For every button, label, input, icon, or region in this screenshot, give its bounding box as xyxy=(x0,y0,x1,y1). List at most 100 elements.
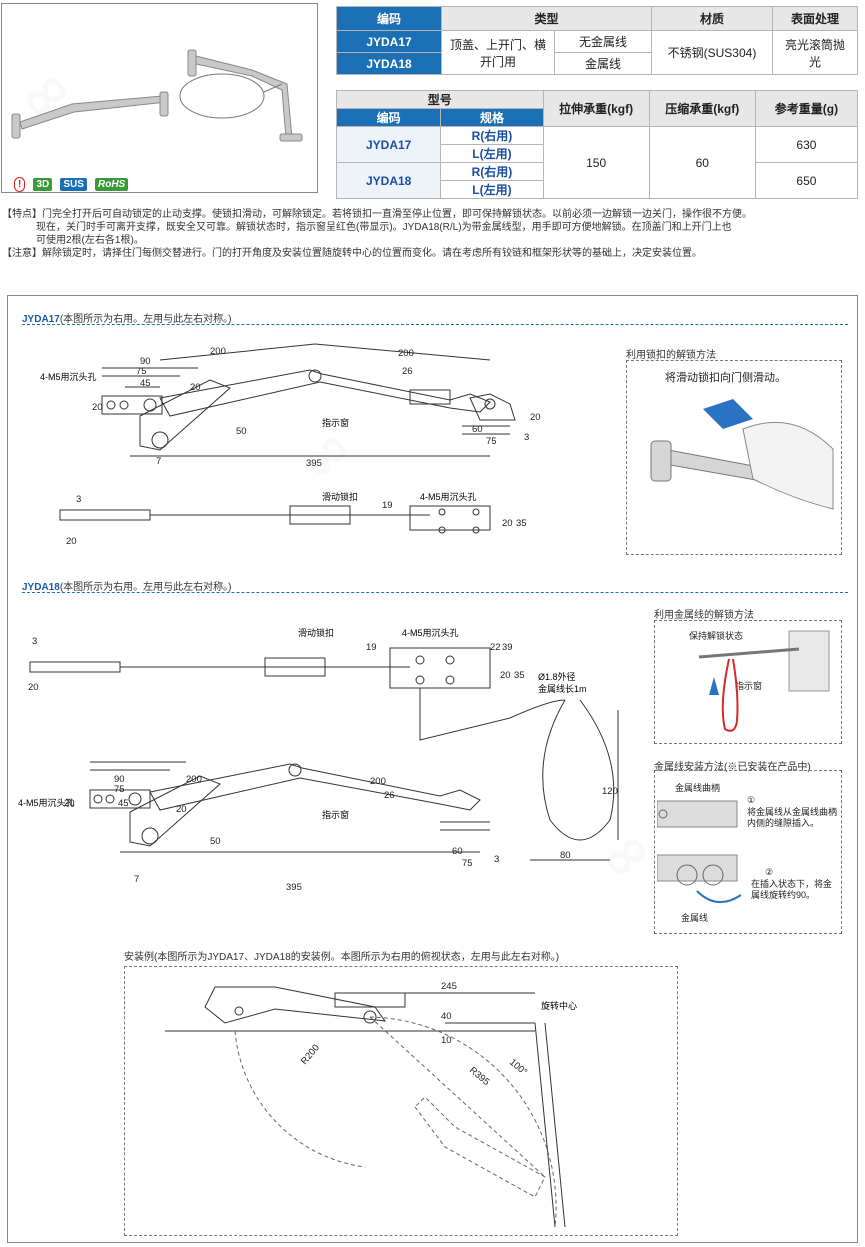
dim-text: 395 xyxy=(286,882,302,893)
section-a-title: JYDA17(本图所示为右用。左用与此左右对称。) xyxy=(22,310,231,325)
divider xyxy=(22,324,848,325)
dim-text: 20 xyxy=(190,382,201,393)
dim-text: 50 xyxy=(236,426,247,437)
dim-text: 80 xyxy=(560,850,571,861)
spec-cell: R(右用) xyxy=(440,126,544,145)
compress-cell: 60 xyxy=(648,126,756,199)
feature-line: 可使用2根(左右各1根)。 xyxy=(36,235,144,246)
lock-illustration xyxy=(650,399,834,510)
panel-mount-title: 金属线安装方法(※已安装在产品中) xyxy=(654,762,811,773)
weight-cell: 650 xyxy=(754,162,859,199)
step2-text: 在插入状态下，将金属线旋转约90。 xyxy=(751,879,833,900)
dim-text: 20 xyxy=(66,536,77,547)
dim-text: 39 xyxy=(502,642,513,653)
label-keep-unlock: 保持解锁状态 xyxy=(689,631,744,641)
drawing-frame xyxy=(7,295,858,1243)
dim-text: 60 xyxy=(452,846,463,857)
th-code2: 编码 xyxy=(335,108,442,127)
th-type: 类型 xyxy=(441,6,652,31)
arrow-icon xyxy=(703,399,753,429)
th-code: 编码 xyxy=(336,6,442,31)
th-spec: 规格 xyxy=(440,108,544,127)
dim-text: 3 xyxy=(32,636,37,647)
th-model: 型号 xyxy=(336,90,544,109)
dim-text: 90 xyxy=(114,774,125,785)
label-window: 指示窗 xyxy=(322,417,349,428)
dim-text: 395 xyxy=(306,458,322,469)
dim-text: 45 xyxy=(140,378,151,389)
drawing-a: 90 75 45 200 200 20 20 26 50 7 395 60 75… xyxy=(40,343,541,547)
label-crank: 金属线曲柄 xyxy=(675,783,721,793)
dim-text: 26 xyxy=(402,366,413,377)
dim-text: 20 xyxy=(64,798,75,809)
dim-text: 35 xyxy=(516,518,527,529)
feature-notes: 【特点】门完全打开后可自动锁定的止动支撑。使锁扣滑动，可解除锁定。若将锁扣一直滑… xyxy=(2,208,862,260)
label-wire: 金属线 xyxy=(681,913,709,923)
section-a-desc: (本图所示为右用。左用与此左右对称。) xyxy=(59,314,232,325)
weight-cell: 630 xyxy=(754,126,859,163)
label-slide: 滑动锁扣 xyxy=(298,627,334,638)
spec-cell: L(左用) xyxy=(440,180,544,199)
tension-cell: 150 xyxy=(542,126,650,199)
rotate-arrow-icon xyxy=(696,890,742,903)
panel-lock-title: 利用锁扣的解锁方法 xyxy=(626,350,716,361)
spec-cell: R(右用) xyxy=(440,162,544,181)
section-b-code: JYDA18 xyxy=(22,582,60,593)
th-weight: 参考重量(g) xyxy=(754,90,859,127)
dim-text: 200 xyxy=(186,774,202,785)
section-b-desc: (本图所示为右用。左用与此左右对称。) xyxy=(59,582,232,593)
dim-text: 40 xyxy=(441,1011,452,1022)
badge-3d: 3D xyxy=(33,178,53,191)
code-cell: JYDA18 xyxy=(335,162,442,199)
step1-text: 将金属线从金属线曲柄内侧的缝隙插入。 xyxy=(747,807,838,828)
dim-text: 20 xyxy=(92,402,103,413)
label-hole2: 4-M5用沉头孔 xyxy=(420,492,477,502)
dim-text: 22 xyxy=(490,642,501,653)
install-drawing: 245 40 10 R200 R395 100° 旋转中心 xyxy=(165,981,577,1228)
install-box: 245 40 10 R200 R395 100° 旋转中心 xyxy=(124,966,678,1236)
surface-cell: 亮光滚筒抛光 xyxy=(772,30,858,75)
dim-text: 7 xyxy=(156,456,161,467)
dim-text: 3 xyxy=(76,494,81,505)
dim-text: 20 xyxy=(28,682,39,693)
code-cell: JYDA17 xyxy=(335,126,442,163)
product-photo xyxy=(11,49,303,142)
label-window: 指示窗 xyxy=(322,809,349,820)
label-center: 旋转中心 xyxy=(541,1000,577,1011)
dim-text: 19 xyxy=(366,642,377,653)
panel-lock-caption: 将滑动锁扣向门侧滑动。 xyxy=(665,372,786,384)
dim-text: 100° xyxy=(507,1057,529,1078)
dim-text: 26 xyxy=(384,790,395,801)
spec-cell: L(左用) xyxy=(440,144,544,163)
label-wire-len: 金属线长1m xyxy=(538,683,587,694)
dim-text: 200 xyxy=(370,776,386,787)
caution-line: 【注意】解除锁定时，请择住门每侧交替进行。门的打开角度及安装位置随旋转中心的位置… xyxy=(2,248,702,259)
dim-text: R200 xyxy=(299,1042,322,1066)
badge-rohs: RoHS xyxy=(94,178,129,191)
badges: ! 3D SUS RoHS xyxy=(14,172,131,192)
dim-text: 20 xyxy=(176,804,187,815)
spec-table-load: 型号 拉伸承重(kgf) 压缩承重(kgf) 参考重量(g) 编码 规格 JYD… xyxy=(335,90,859,199)
code-cell: JYDA17 xyxy=(336,30,442,53)
code-cell: JYDA18 xyxy=(336,52,442,75)
dim-text: 245 xyxy=(441,981,457,992)
type-sub: 金属线 xyxy=(554,52,652,75)
dim-text: 75 xyxy=(114,784,125,795)
dim-text: 50 xyxy=(210,836,221,847)
panel-wire-title: 利用金属线的解锁方法 xyxy=(654,610,754,621)
th-compress: 压缩承重(kgf) xyxy=(648,90,756,127)
dim-text: 200 xyxy=(210,346,226,357)
dim-text: 90 xyxy=(140,356,151,367)
dim-text: 60 xyxy=(472,424,483,435)
dim-text: 200 xyxy=(398,348,414,359)
step1-number: ① xyxy=(747,795,756,805)
dim-text: 20 xyxy=(502,518,513,529)
label-window: 指示窗 xyxy=(735,681,763,691)
material-cell: 不锈钢(SUS304) xyxy=(651,30,773,75)
th-tension: 拉伸承重(kgf) xyxy=(542,90,650,127)
dim-text: 75 xyxy=(462,858,473,869)
dim-text: 45 xyxy=(118,798,129,809)
dim-text: 3 xyxy=(524,432,529,443)
drawing-b: 3 20 19 22 39 20 35 120 80 90 75 45 200 … xyxy=(18,627,619,893)
dim-text: 10 xyxy=(441,1035,452,1046)
